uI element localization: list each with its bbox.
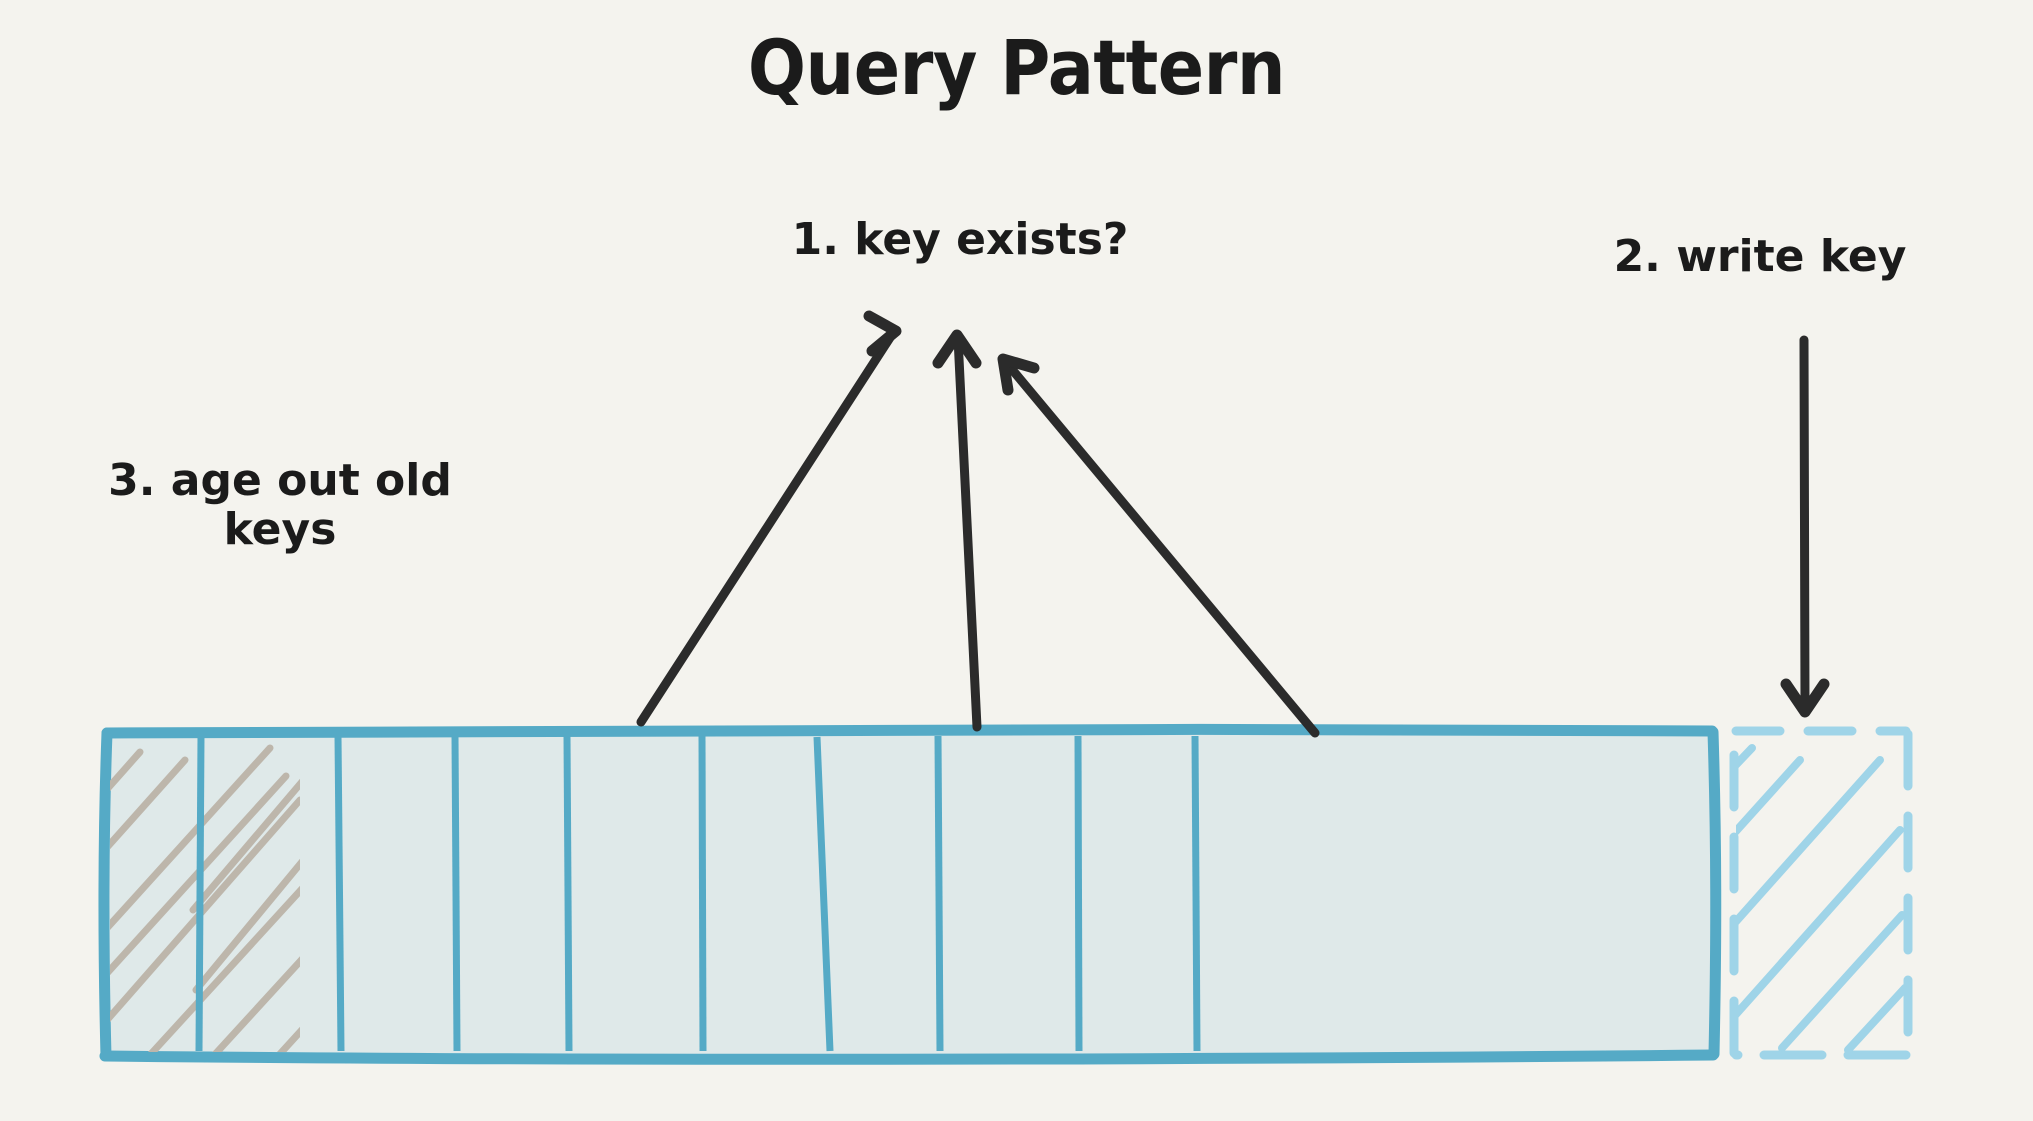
cell-divider-1: [195, 735, 205, 1052]
cell-divider-7: [934, 735, 944, 1052]
query-arrow-left: [636, 310, 902, 727]
bar-border-bottom: [99, 1049, 1719, 1065]
write-arrow-head: [1780, 678, 1830, 718]
cell-divider-2: [334, 735, 345, 1052]
aged-out-hatch-group-2: [189, 778, 300, 994]
step-label-age-out-line2: keys: [223, 504, 337, 556]
query-arrow-right-head: [997, 353, 1040, 396]
cell-divider-6-slanted: [813, 736, 834, 1052]
step-label-write-key: 2. write key: [1613, 231, 1907, 282]
cell-divider-4: [563, 735, 573, 1052]
cell-divider-5: [698, 735, 707, 1052]
bar-fill: [104, 731, 1714, 1057]
cell-divider-9: [1191, 735, 1201, 1052]
query-arrow-middle-shaft: [953, 333, 982, 732]
aged-out-hatch-group: [110, 744, 300, 1052]
bar-border-top: [101, 723, 1718, 739]
pending-slot-hatch: [1736, 744, 1904, 1052]
page-title: Query Pattern: [747, 23, 1286, 112]
write-arrow-down: [1780, 335, 1830, 718]
query-arrow-right-shaft: [1000, 356, 1320, 738]
query-arrow-left-shaft: [636, 328, 898, 727]
cell-divider-3: [451, 735, 461, 1052]
query-arrow-middle: [932, 329, 982, 732]
bar-border-right: [1707, 726, 1722, 1060]
query-arrow-left-head: [863, 310, 902, 357]
write-arrow-shaft: [1799, 335, 1810, 711]
pending-key-slot[interactable]: [1710, 726, 1913, 1060]
step-label-key-exists: 1. key exists?: [791, 214, 1129, 265]
query-arrow-middle-head: [932, 329, 982, 369]
cell-dividers: [195, 735, 1201, 1052]
ring-buffer-bar[interactable]: [98, 723, 1722, 1065]
step-label-age-out-line1: 3. age out old: [108, 455, 452, 506]
query-arrow-right: [997, 353, 1320, 738]
query-arrows: [636, 310, 1320, 738]
bar-border-left: [98, 727, 113, 1062]
cell-divider-8: [1074, 735, 1083, 1052]
